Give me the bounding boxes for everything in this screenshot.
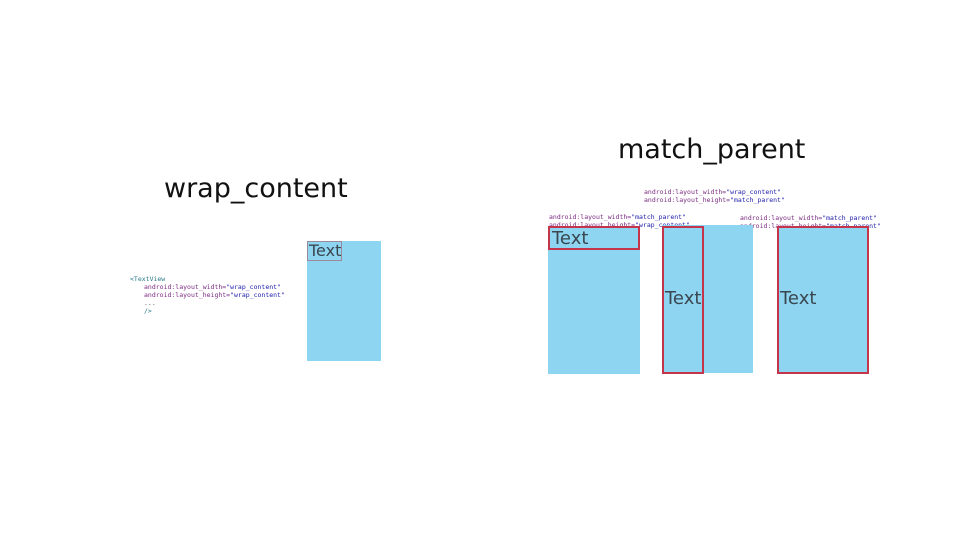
middle-width-attr: android:layout_width= <box>644 188 727 196</box>
code-tag-open: <TextView <box>130 275 166 283</box>
left-width-attr: android:layout_width= <box>549 213 632 221</box>
middle-width-val: "wrap_content" <box>726 188 781 196</box>
wrap-content-code-snippet: <TextView android:layout_width="wrap_con… <box>130 267 285 315</box>
match-both-textview-label: Text <box>780 288 817 309</box>
middle-code-snippet: android:layout_width="wrap_content" andr… <box>644 180 785 204</box>
match-both-textview: Text <box>777 226 869 374</box>
code-width-attr: android:layout_width= <box>144 283 227 291</box>
code-width-val: "wrap_content" <box>226 283 281 291</box>
wrap-content-textview-label: Text <box>309 241 342 260</box>
code-height-val: "wrap_content" <box>230 291 285 299</box>
wrap-content-title: wrap_content <box>164 173 348 204</box>
left-width-val: "match_parent" <box>631 213 686 221</box>
middle-height-val: "match_parent" <box>730 196 785 204</box>
match-height-textview: Text <box>662 226 704 374</box>
right-width-val: "match_parent" <box>822 214 877 222</box>
match-parent-title: match_parent <box>618 134 806 165</box>
middle-height-attr: android:layout_height= <box>644 196 731 204</box>
right-width-attr: android:layout_width= <box>740 214 823 222</box>
match-height-parent-container: Text <box>662 225 753 374</box>
code-height-attr: android:layout_height= <box>144 291 231 299</box>
match-height-textview-label: Text <box>665 288 702 309</box>
wrap-content-textview: Text <box>307 241 342 261</box>
match-both-parent-container: Text <box>777 226 869 374</box>
code-ellipsis: ... <box>144 299 156 307</box>
code-tag-close: /> <box>144 307 152 315</box>
match-width-parent-container: Text <box>548 226 640 374</box>
left-height-attr: android:layout_height= <box>549 221 636 229</box>
match-width-textview: Text <box>548 226 640 250</box>
wrap-content-parent-container: Text <box>307 241 381 361</box>
match-width-textview-label: Text <box>552 228 589 249</box>
